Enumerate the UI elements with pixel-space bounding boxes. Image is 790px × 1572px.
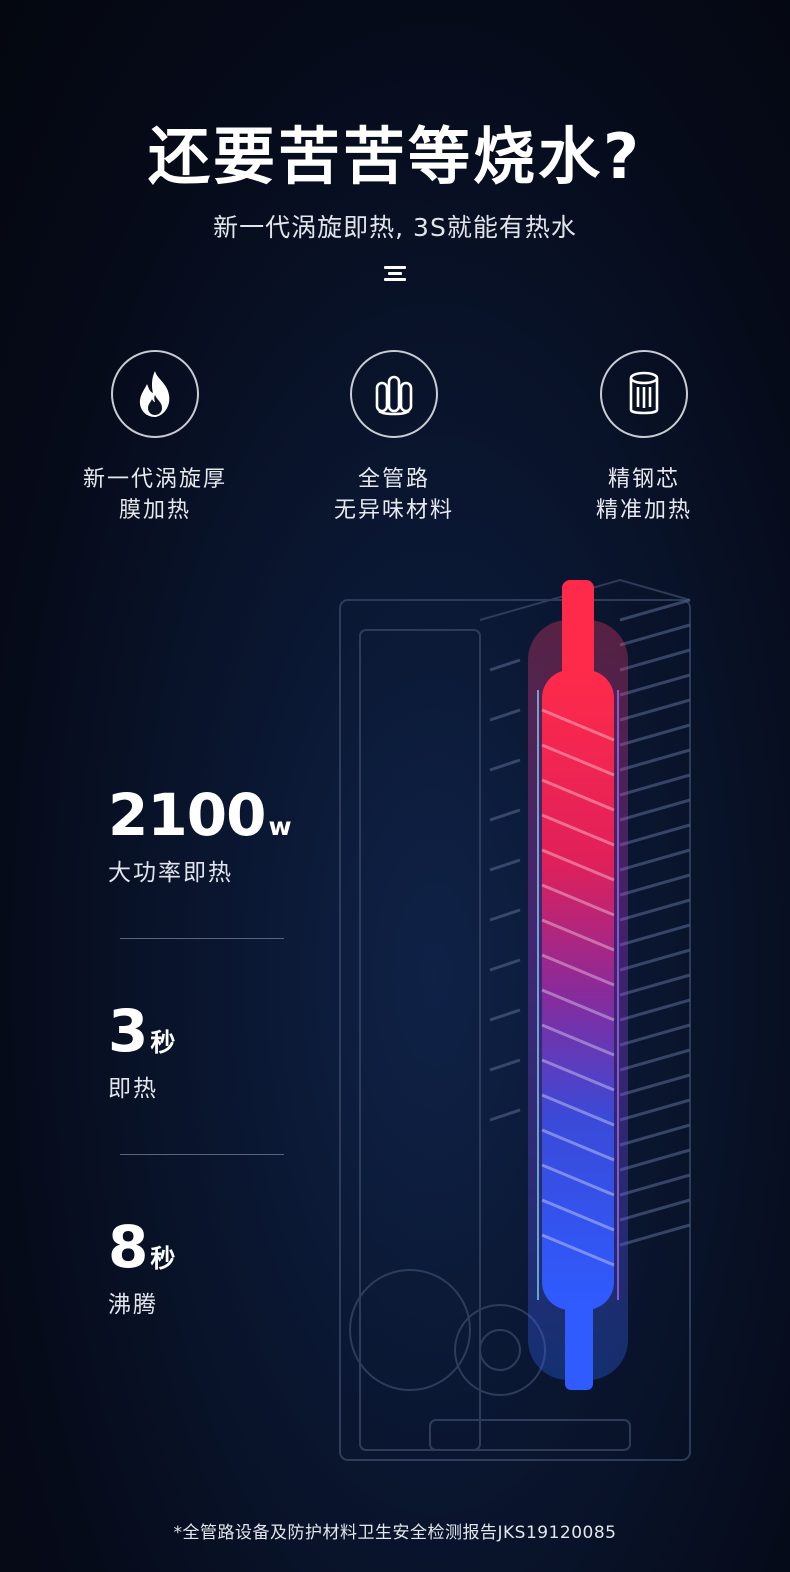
steel-core-icon (600, 350, 688, 438)
stat-unit: w (268, 812, 291, 841)
feature-label-line1: 新一代涡旋厚 (82, 467, 227, 492)
stat-label: 大功率即热 (108, 860, 233, 886)
feature-label-line2: 精准加热 (595, 498, 692, 523)
stat-value: 3 (108, 997, 148, 1065)
stat-unit: 秒 (150, 1028, 175, 1057)
stat-value: 2100 (108, 781, 266, 849)
divider-mark (384, 266, 406, 282)
feature-vortex-heating: 新一代涡旋厚 膜加热 (45, 350, 265, 526)
stat-unit: 秒 (150, 1244, 175, 1273)
page-subtitle: 新一代涡旋即热, 3S就能有热水 (213, 213, 577, 242)
stat-label: 沸腾 (108, 1292, 158, 1318)
page-title: 还要苦苦等烧水? (148, 120, 642, 193)
footnote: *全管路设备及防护材料卫生安全检测报告JKS19120085 (173, 1523, 617, 1543)
feature-full-pipeline: 全管路 无异味材料 (284, 350, 504, 526)
stat-divider (120, 1154, 284, 1155)
stat-divider (120, 938, 284, 939)
feature-label-line2: 无异味材料 (333, 498, 454, 523)
feature-label-line2: 膜加热 (118, 498, 191, 523)
stat-label: 即热 (108, 1076, 158, 1102)
flame-icon (111, 350, 199, 438)
feature-label-line1: 全管路 (357, 467, 430, 492)
feature-label-line1: 精钢芯 (607, 467, 680, 492)
heater-core-illustration (339, 578, 691, 1461)
pipes-icon (350, 350, 438, 438)
stat-value: 8 (108, 1213, 148, 1281)
feature-steel-core: 精钢芯 精准加热 (534, 350, 754, 526)
